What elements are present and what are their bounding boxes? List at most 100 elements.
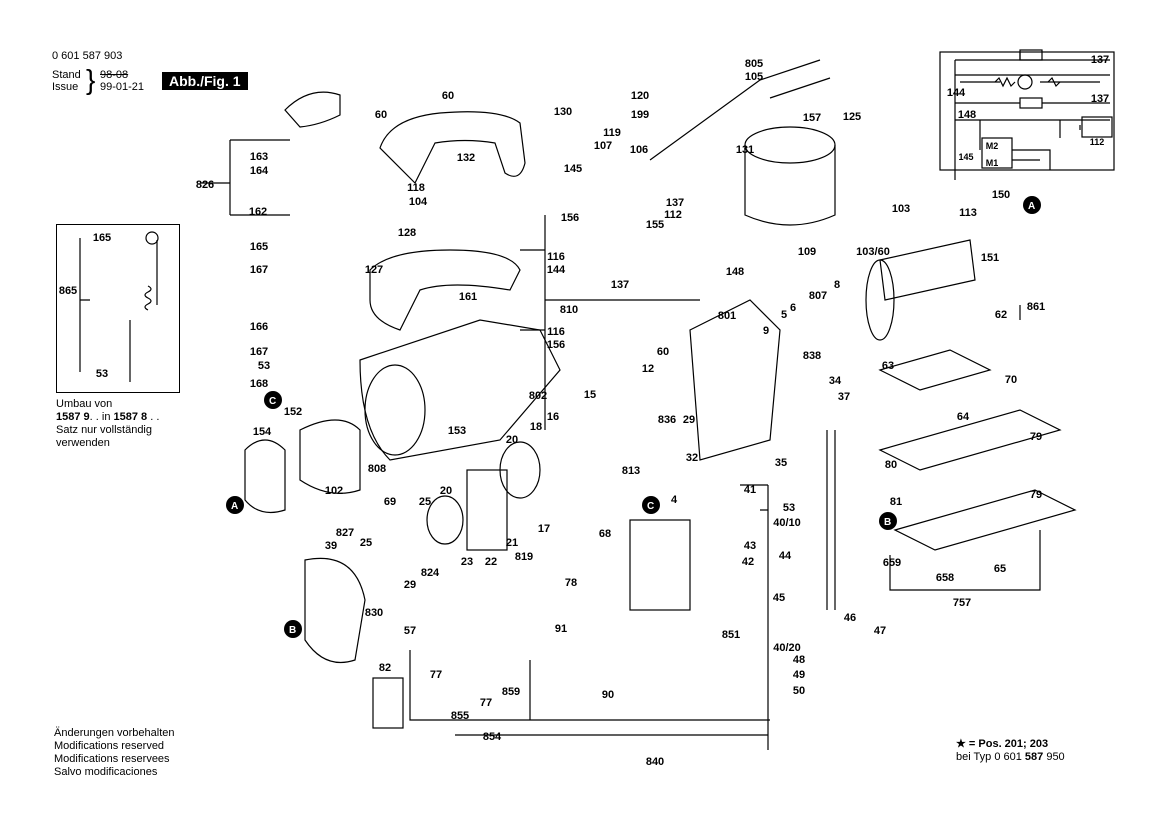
handle-cap-shape (284, 91, 341, 128)
part-number-label: 150 (991, 189, 1011, 201)
part-number-label: 77 (429, 669, 443, 681)
part-number-label: 70 (1004, 374, 1018, 386)
part-number-label: 20 (505, 434, 519, 446)
part-number-label: 79 (1029, 431, 1043, 443)
part-number-label: 164 (249, 165, 269, 177)
part-number-label: 41 (743, 484, 757, 496)
part-number-label: 46 (843, 612, 857, 624)
part-number-label: 80 (884, 459, 898, 471)
part-number-label: 68 (598, 528, 612, 540)
part-number-label: 103 (891, 203, 911, 215)
callout-A-top: A (1023, 196, 1041, 214)
part-number-label: 6 (789, 302, 797, 314)
part-number-label: 855 (450, 710, 470, 722)
part-number-label: 60 (656, 346, 670, 358)
part-number-label: 105 (744, 71, 764, 83)
gasket-shape (304, 557, 366, 664)
part-number-label: 53 (782, 502, 796, 514)
part-number-label: 82 (378, 662, 392, 674)
inset-box (56, 224, 180, 393)
part-number-label: 808 (367, 463, 387, 475)
part-number-label: 39 (324, 540, 338, 552)
fan-housing-shape (744, 145, 836, 226)
part-number-label: 63 (881, 360, 895, 372)
issue-label: Issue (52, 81, 79, 93)
callout-C-center: C (642, 496, 660, 514)
part-number-label: 166 (249, 321, 269, 333)
side-note-line3: Satz nur vollständig (56, 424, 152, 436)
callout-A-left: A (226, 496, 244, 514)
footer-star-note: ★ = Pos. 201; 203 bei Typ 0 601 587 950 (956, 738, 1065, 764)
part-number-label: 53 (95, 368, 109, 380)
part-number-label: 60 (441, 90, 455, 102)
part-number-label: 148 (957, 109, 977, 121)
part-number-label: 43 (743, 540, 757, 552)
footer-line4: Salvo modificaciones (54, 766, 158, 778)
part-number-label: 826 (195, 179, 215, 191)
side-note: Umbau von 1587 9. . in 1587 8 . . Satz n… (56, 398, 159, 450)
part-number-label: 144 (546, 264, 566, 276)
part-number-label: 154 (252, 426, 272, 438)
part-number-label: 161 (458, 291, 478, 303)
svg-text:A: A (231, 501, 238, 512)
svg-text:C: C (647, 501, 654, 512)
part-number-label: 137 (610, 279, 630, 291)
part-number-label: 18 (529, 421, 543, 433)
document-number: 0 601 587 903 (52, 50, 123, 62)
part-number-label: 156 (560, 212, 580, 224)
part-number-label: 865 (58, 285, 78, 297)
part-number-label: 16 (546, 411, 560, 423)
part-number-label: 130 (553, 106, 573, 118)
svg-text:A: A (1028, 201, 1035, 212)
part-number-label: 819 (514, 551, 534, 563)
part-number-label: 78 (564, 577, 578, 589)
callout-B-right: B (879, 512, 897, 530)
part-number-label: 152 (283, 406, 303, 418)
part-number-label: 22 (484, 556, 498, 568)
part-number-label: 77 (479, 697, 493, 709)
part-number-label: 824 (420, 567, 440, 579)
footer-line2: Modifications reserved (54, 740, 165, 752)
part-number-label: 107 (593, 140, 613, 152)
part-number-label: 60 (374, 109, 388, 121)
armature-shape (879, 239, 976, 301)
part-number-label: 4 (670, 494, 678, 506)
part-number-label: 50 (792, 685, 806, 697)
star-note-line1: ★ = Pos. 201; 203 (956, 738, 1049, 750)
part-number-label: 836 (657, 414, 677, 426)
figure-badge: Abb./Fig. 1 (162, 72, 248, 90)
part-number-label: 29 (403, 579, 417, 591)
part-number-label: 79 (1029, 489, 1043, 501)
part-number-label: 48 (792, 654, 806, 666)
part-number-label: 21 (505, 537, 519, 549)
part-number-label: 157 (802, 112, 822, 124)
part-number-label: 34 (828, 375, 842, 387)
motor-housing-shape (359, 319, 561, 461)
part-number-label: 9 (762, 325, 770, 337)
callout-B-left: B (284, 620, 302, 638)
part-number-label: 801 (717, 310, 737, 322)
part-number-label: 32 (685, 452, 699, 464)
footer-disclaimer: Änderungen vorbehalten Modifications res… (54, 727, 174, 779)
star-note-line2: bei Typ 0 601 587 950 (956, 751, 1065, 763)
old-date: 98-08 (100, 69, 129, 81)
part-number-label: 49 (792, 669, 806, 681)
housing-shell-shape (369, 249, 521, 331)
small-part-shape (372, 677, 404, 729)
footer-line1: Änderungen vorbehalten (54, 727, 175, 739)
part-number-label: 29 (682, 414, 696, 426)
part-number-label: 57 (403, 625, 417, 637)
part-number-label: 69 (383, 496, 397, 508)
part-number-label: 167 (249, 264, 269, 276)
svg-text:B: B (289, 625, 296, 636)
callout-C-left: C (264, 391, 282, 409)
part-number-label: 45 (772, 592, 786, 604)
part-number-label: 65 (993, 563, 1007, 575)
part-number-label: 17 (537, 523, 551, 535)
part-number-label: 807 (808, 290, 828, 302)
field-coil-shape (299, 419, 361, 494)
wiring-inset-frame (939, 51, 1115, 171)
part-number-label: 802 (528, 390, 548, 402)
part-number-label: 199 (630, 109, 650, 121)
